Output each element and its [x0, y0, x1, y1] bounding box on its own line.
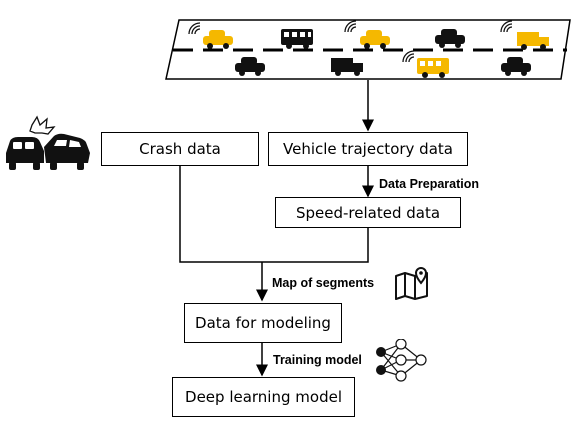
data-for-modeling-node: Data for modeling [184, 303, 342, 343]
edge-crash-down [179, 165, 262, 263]
map-of-segments-label: Map of segments [272, 276, 375, 290]
speed-related-node: Speed-related data [275, 197, 461, 228]
data-preparation-label: Data Preparation [379, 177, 480, 191]
car-crash-icon [6, 115, 90, 170]
edge-speed-down [262, 227, 369, 263]
map-pin-icon [395, 266, 428, 300]
neural-network-icon [376, 339, 427, 382]
deep-learning-node: Deep learning model [172, 377, 355, 417]
road-traffic-icon [165, 19, 571, 80]
vehicle-trajectory-node: Vehicle trajectory data [268, 132, 468, 166]
crash-data-node: Crash data [101, 132, 259, 166]
training-model-label: Training model [273, 353, 362, 367]
